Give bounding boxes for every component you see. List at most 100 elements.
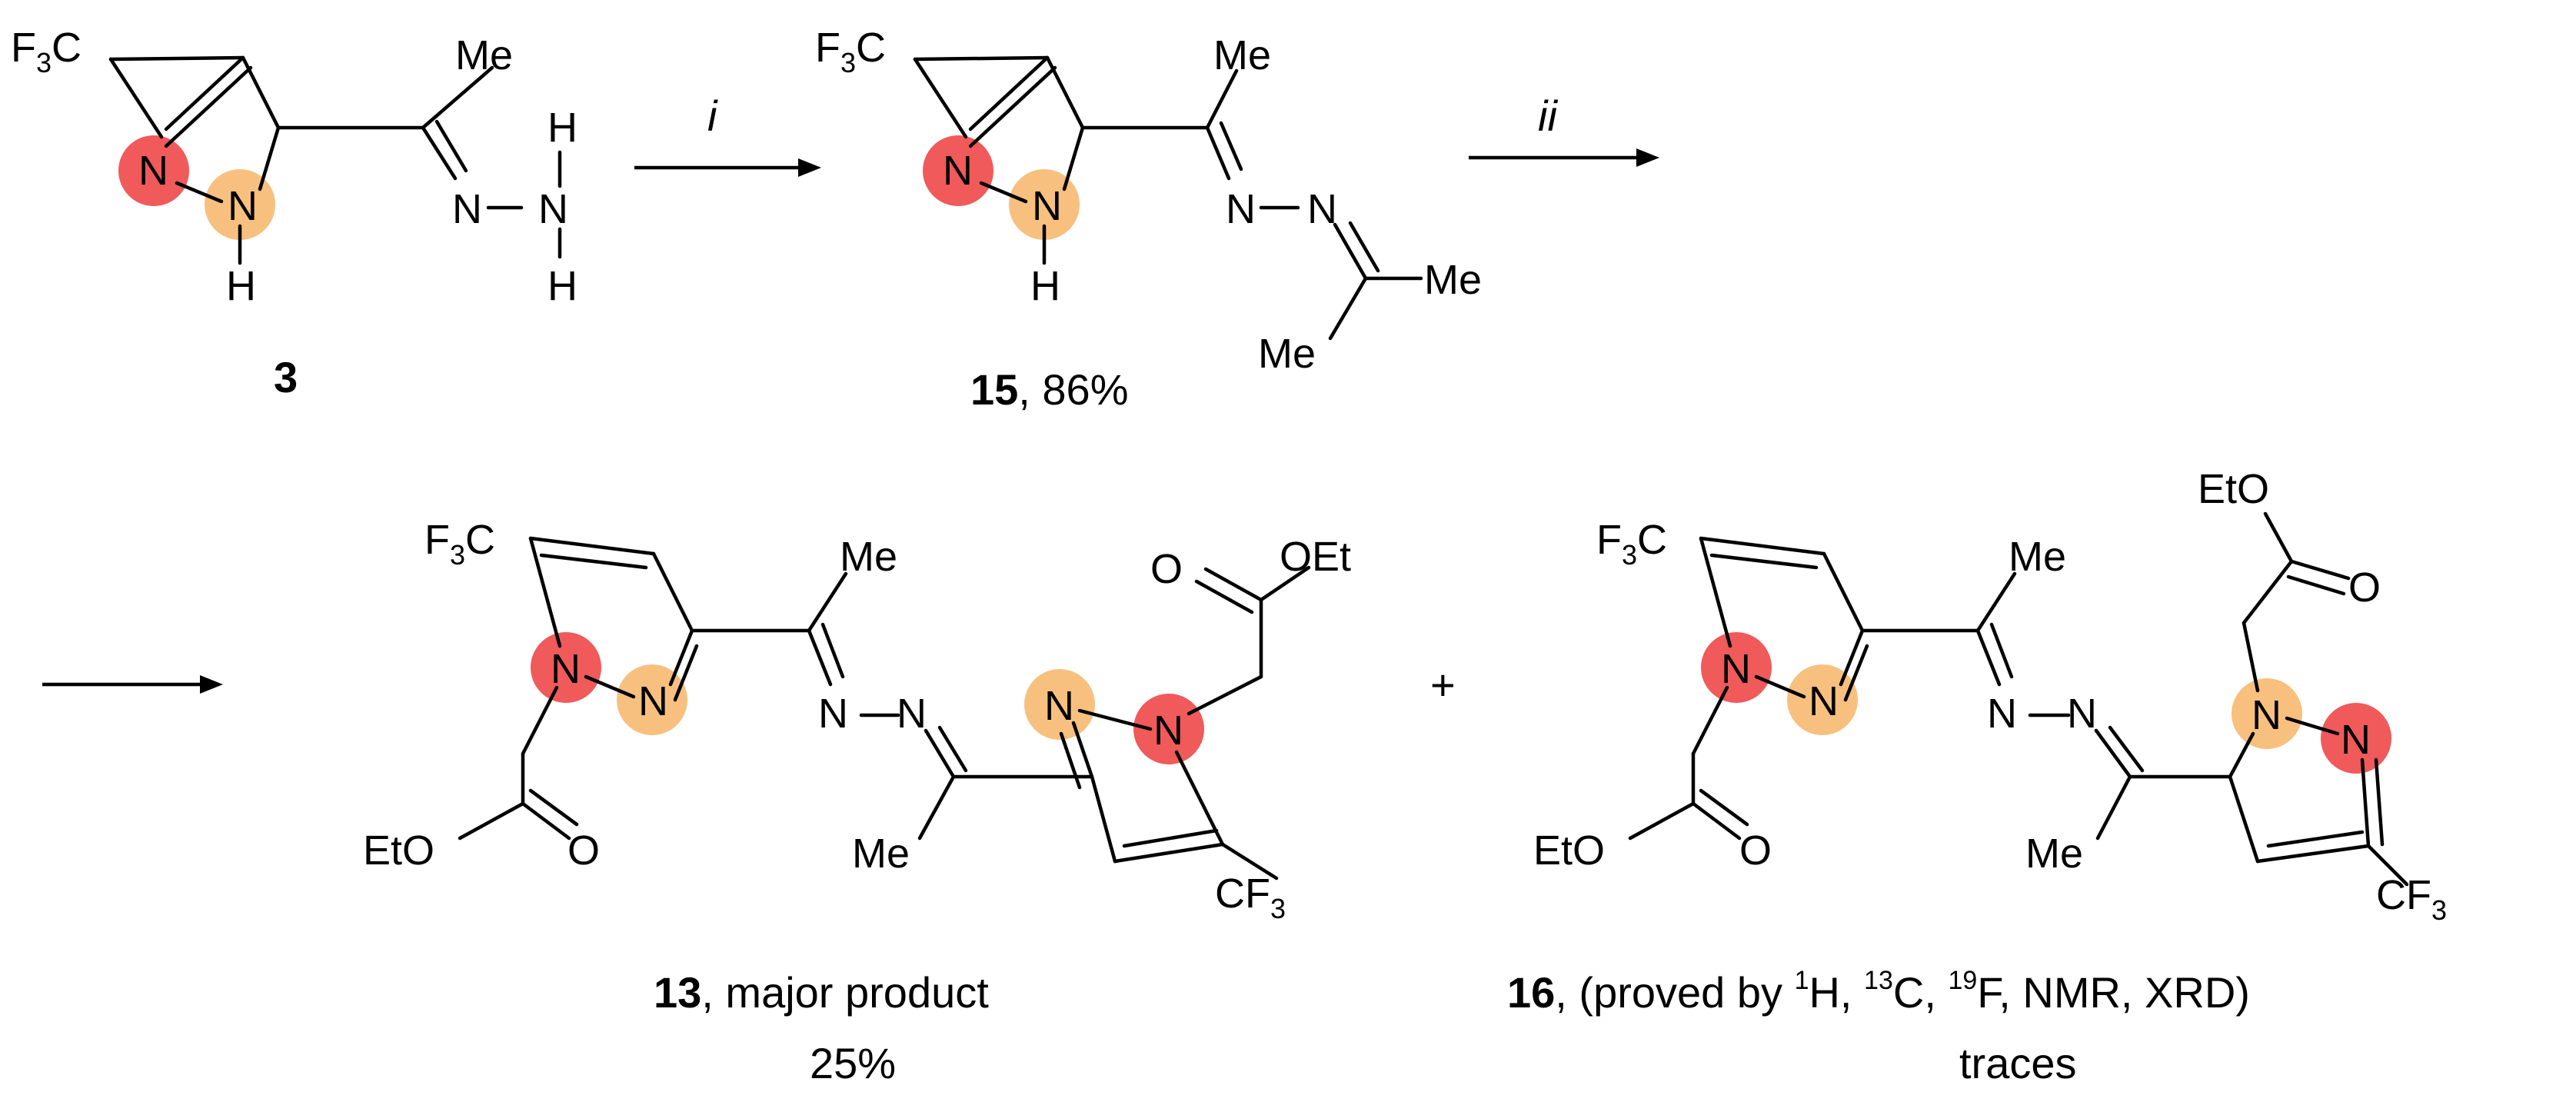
atom-H-top: H — [547, 105, 577, 151]
subscript-3: 3 — [1270, 893, 1286, 924]
subscript-3: 3 — [450, 539, 465, 571]
compound-13: F3C N N Me N N N N Me CF3 EtO O O OEt 13… — [363, 517, 1351, 1087]
atom-Me-1: Me — [2009, 534, 2066, 580]
atom-O-left: O — [567, 827, 600, 874]
atom-N4: N — [1307, 186, 1337, 232]
atom-N-3: N — [818, 691, 848, 737]
bonds — [1628, 511, 2409, 887]
atom-Me-3: Me — [1258, 331, 1316, 377]
atom-F: F — [1596, 517, 1622, 563]
atom-N2: N — [228, 183, 258, 229]
atom-F: F — [815, 25, 840, 71]
atom-Me: Me — [455, 32, 513, 78]
atom-N3: N — [452, 186, 482, 232]
compound-15: F3C N N H Me N N Me Me 15, 86% — [815, 25, 1482, 414]
svg-text:F3C: F3C — [424, 517, 495, 571]
atom-N-1: N — [1721, 646, 1751, 692]
arrow-step-ii: ii — [1469, 92, 1659, 167]
atom-N-5: N — [2252, 692, 2281, 738]
svg-text:F3C: F3C — [11, 25, 82, 78]
atom-F: F — [11, 25, 36, 71]
atom-N-1: N — [551, 646, 581, 692]
reagent-i: i — [707, 92, 718, 140]
isotope-13: 13 — [1864, 966, 1893, 995]
atom-H-bottom: H — [547, 263, 577, 309]
atom-O-right: O — [1150, 546, 1183, 592]
yield-16: traces — [1959, 1039, 2077, 1087]
atom-Me-1: Me — [840, 534, 897, 580]
label-13: 13 — [654, 968, 701, 1017]
atom-N2: N — [1032, 183, 1062, 229]
element-F-methods: F, NMR, XRD) — [1977, 968, 2250, 1017]
element-C: C, — [1893, 968, 1949, 1017]
subscript-3: 3 — [2431, 894, 2447, 926]
atom-EtO: EtO — [1533, 827, 1605, 874]
atom-N-2: N — [1809, 678, 1839, 724]
svg-text:16, (proved by 1H, 13C, 19F,: 16, (proved by 1H, 13C, 19F, NMR, XRD) — [1507, 966, 2250, 1017]
subscript-3: 3 — [840, 47, 856, 78]
n-highlight-red-right — [1133, 694, 1204, 764]
svg-text:13, major product: 13, major product — [654, 968, 989, 1017]
atom-N3: N — [1226, 186, 1256, 232]
n-highlight-red-right — [2321, 703, 2391, 774]
atom-H-pyrazole: H — [1030, 263, 1060, 309]
atom-N-6: N — [1153, 707, 1183, 754]
n-highlight-orange-right — [1024, 669, 1095, 740]
bonds — [458, 536, 1311, 881]
reagent-ii: ii — [1538, 92, 1558, 140]
label-16: 16 — [1507, 968, 1555, 1017]
atom-OEt: OEt — [1280, 534, 1351, 580]
subscript-3: 3 — [1622, 539, 1637, 571]
yield-15: , 86% — [1018, 365, 1128, 414]
atom-N4: N — [538, 186, 568, 232]
isotope-1: 1 — [1795, 966, 1809, 995]
compound-3: F3C N N H Me N N H H 3 — [11, 25, 577, 401]
atom-N1: N — [138, 148, 168, 194]
element-H: H, — [1809, 968, 1864, 1017]
atom-C: C — [1637, 517, 1667, 563]
svg-text:15, 86%: 15, 86% — [970, 365, 1129, 414]
yield-13: 25% — [810, 1039, 896, 1087]
atom-N1: N — [943, 148, 973, 194]
desc-16: , (proved by — [1555, 968, 1794, 1017]
atom-H-pyrazole: H — [226, 263, 256, 309]
n-highlight-orange — [1009, 169, 1080, 240]
atom-C: C — [856, 25, 886, 71]
n-highlight-red — [923, 135, 993, 206]
plus-sign: + — [1430, 661, 1456, 709]
n-highlight-orange-right — [2232, 678, 2302, 749]
n-highlight-red — [118, 135, 189, 206]
atom-N-2: N — [638, 678, 668, 724]
atom-C: C — [52, 25, 82, 71]
atom-Me-2: Me — [852, 831, 910, 877]
svg-text:F3C: F3C — [1596, 517, 1667, 571]
arrow-continuation — [42, 675, 223, 694]
isotope-19: 19 — [1948, 966, 1977, 995]
atom-EtO: EtO — [363, 827, 434, 874]
svg-text:F3C: F3C — [815, 25, 886, 78]
atom-N-4: N — [2067, 691, 2097, 737]
arrow-step-i: i — [634, 92, 821, 177]
atom-Me-1: Me — [1213, 32, 1271, 78]
desc-13: , major product — [701, 968, 989, 1017]
atom-N-5: N — [1044, 683, 1074, 729]
label-15: 15 — [970, 365, 1018, 414]
compound-16: F3C N N Me N N N N Me CF3 EtO O EtO O 16… — [1507, 466, 2447, 1087]
bonds — [108, 55, 562, 265]
label-3: 3 — [274, 353, 298, 401]
atom-N-6: N — [2341, 717, 2371, 763]
atom-CF: CF — [2376, 872, 2431, 918]
bonds — [913, 55, 1423, 341]
atom-O-right: O — [2348, 564, 2381, 611]
subscript-3: 3 — [36, 47, 52, 78]
atom-N-3: N — [1987, 691, 2017, 737]
atom-Me-2: Me — [1424, 257, 1482, 303]
atom-C: C — [465, 517, 495, 563]
atom-CF: CF — [1215, 871, 1270, 917]
atom-EtO-top: EtO — [2198, 466, 2269, 512]
atom-F: F — [424, 517, 450, 563]
atom-N-4: N — [897, 691, 927, 737]
svg-text:CF3: CF3 — [1215, 871, 1286, 924]
n-highlight-orange — [205, 169, 275, 240]
